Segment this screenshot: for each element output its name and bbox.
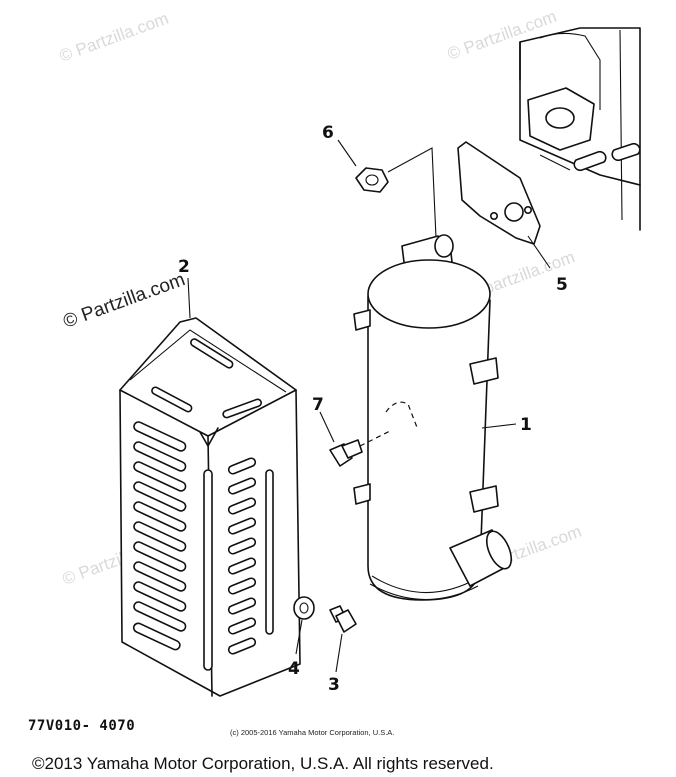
footer-copyright: ©2013 Yamaha Motor Corporation, U.S.A. A… [32,754,494,773]
bolt-part-7 [329,439,363,467]
callout-4: 4 [288,659,300,679]
watermark-top-left: © Partzilla.com [57,9,171,66]
muffler-part [353,234,513,601]
callout-3: 3 [328,675,340,695]
leader-line-6 [337,139,357,167]
callout-1: 1 [520,415,532,435]
watermark-dark-center: © Partzilla.com [61,269,188,333]
leader-line-6-to-stud [387,147,437,239]
leader-line-4 [295,619,303,655]
callout-5: 5 [556,275,568,295]
callout-2: 2 [178,257,190,277]
leader-line-1 [481,423,517,429]
diagram-code: 77V010- 4070 [28,718,135,734]
callout-7: 7 [312,395,324,415]
small-copyright: (c) 2005-2016 Yamaha Motor Corporation, … [230,728,394,737]
watermark-top-right: © Partzilla.com [445,7,559,64]
engine-block-outline [519,27,641,231]
leader-line-7 [319,411,335,443]
leader-line-3 [335,633,343,673]
leader-line-2 [187,277,191,319]
callout-6: 6 [322,123,334,143]
nut-part [355,167,389,193]
washer-part [293,596,315,620]
gasket-part [457,141,541,245]
vent-slots [132,421,274,671]
protector-cover-part [119,317,301,697]
leader-line-5 [527,235,551,269]
bolt-7-alignment [359,429,393,447]
bolt-part-3 [329,605,357,633]
